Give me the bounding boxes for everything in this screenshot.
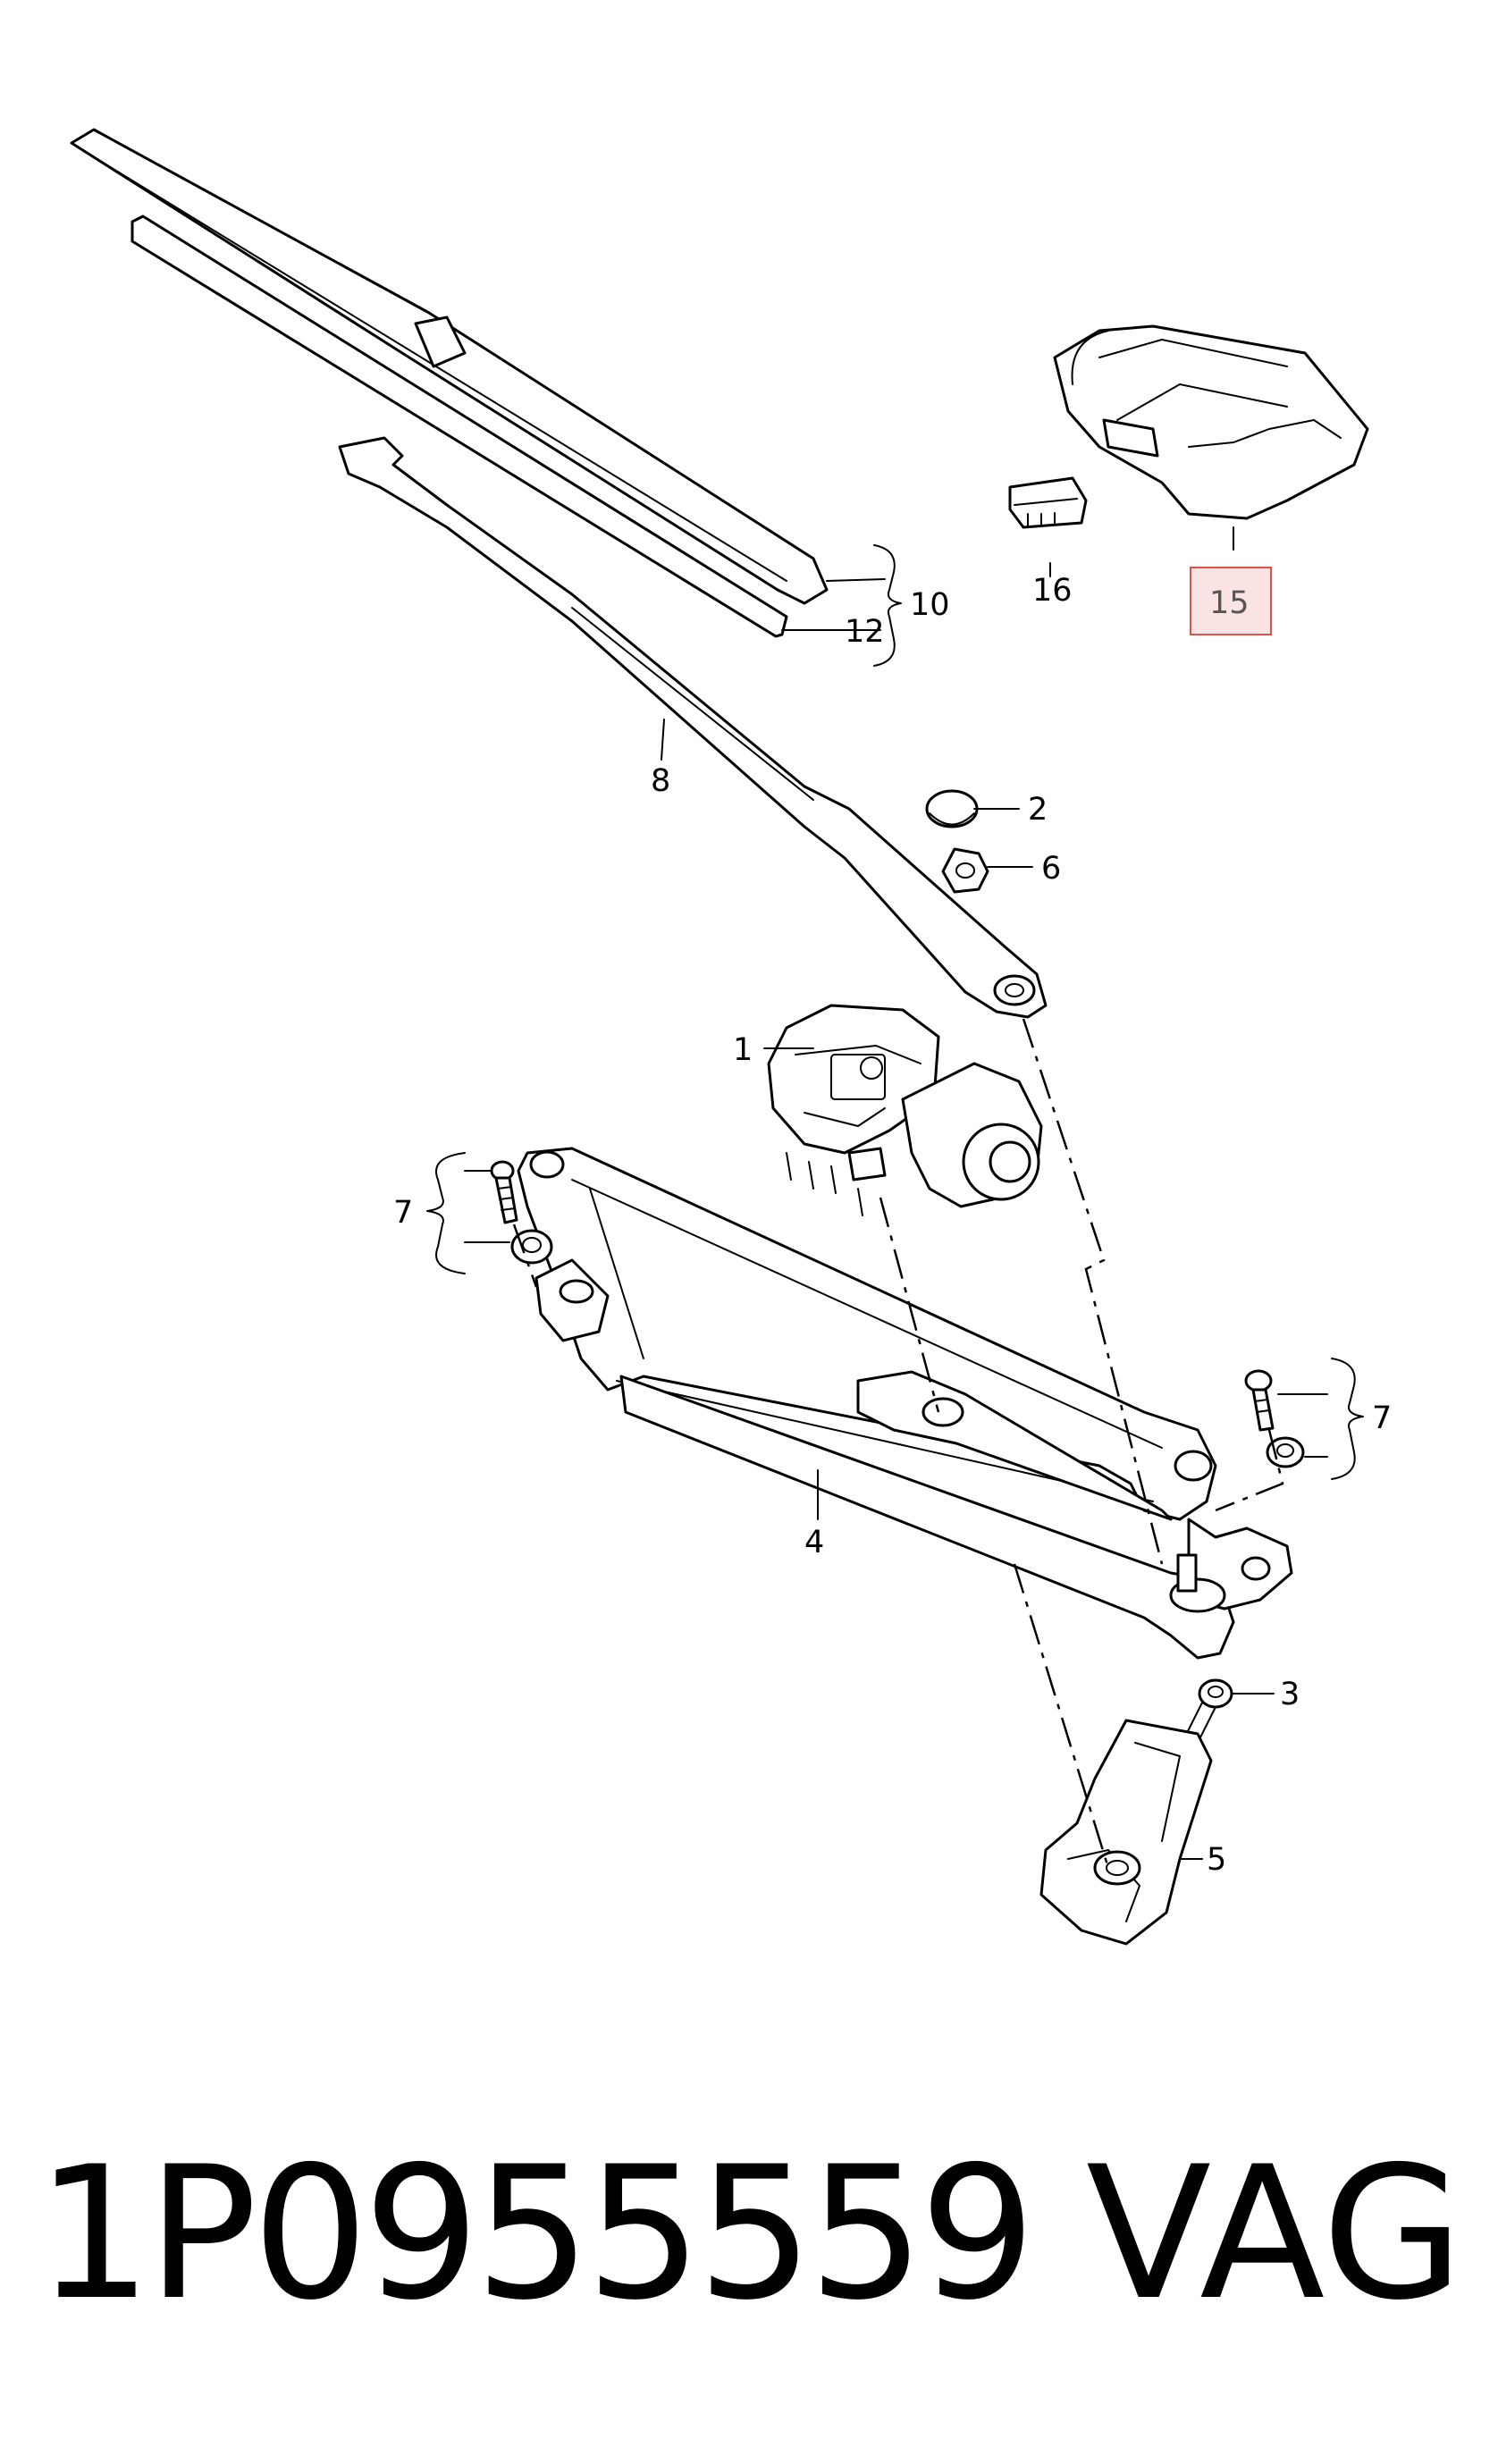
callout-10: 10 [910, 587, 950, 623]
wiper-control-unit [1053, 324, 1369, 520]
braces [426, 544, 1364, 1480]
leader-lines [464, 526, 1328, 1860]
wiper-linkage [517, 1147, 1293, 1660]
callout-3: 3 [1280, 1677, 1300, 1712]
wiper-arm [338, 436, 1048, 1019]
callout-12: 12 [845, 614, 885, 650]
cap [925, 789, 979, 828]
mounting-bracket [1039, 1719, 1213, 1946]
callout-5: 5 [1207, 1842, 1226, 1878]
callout-7-right: 7 [1372, 1400, 1392, 1436]
bolt-right [1244, 1369, 1275, 1432]
assembly-lines [512, 1018, 1284, 1869]
hex-nut [941, 847, 989, 894]
callout-1: 1 [733, 1032, 753, 1068]
part-caption: 1P0955559 VAG [36, 2118, 1466, 2350]
highlight-box [1190, 567, 1272, 635]
brand-name: VAG [1086, 2128, 1464, 2341]
wiper-motor [767, 1004, 1043, 1216]
bushing-left [510, 1229, 553, 1265]
callout-16: 16 [1032, 573, 1073, 609]
callout-2: 2 [1028, 792, 1048, 828]
callout-7-left: 7 [393, 1195, 413, 1231]
callout-8: 8 [651, 763, 670, 799]
callout-4: 4 [804, 1525, 824, 1560]
callout-15: 15 [1209, 585, 1250, 621]
bolt-left [490, 1160, 518, 1224]
wiper-blade [70, 128, 829, 638]
electrical-connector [1008, 476, 1088, 529]
callout-6: 6 [1041, 851, 1061, 887]
part-number: 1P0955559 [36, 2128, 1036, 2341]
